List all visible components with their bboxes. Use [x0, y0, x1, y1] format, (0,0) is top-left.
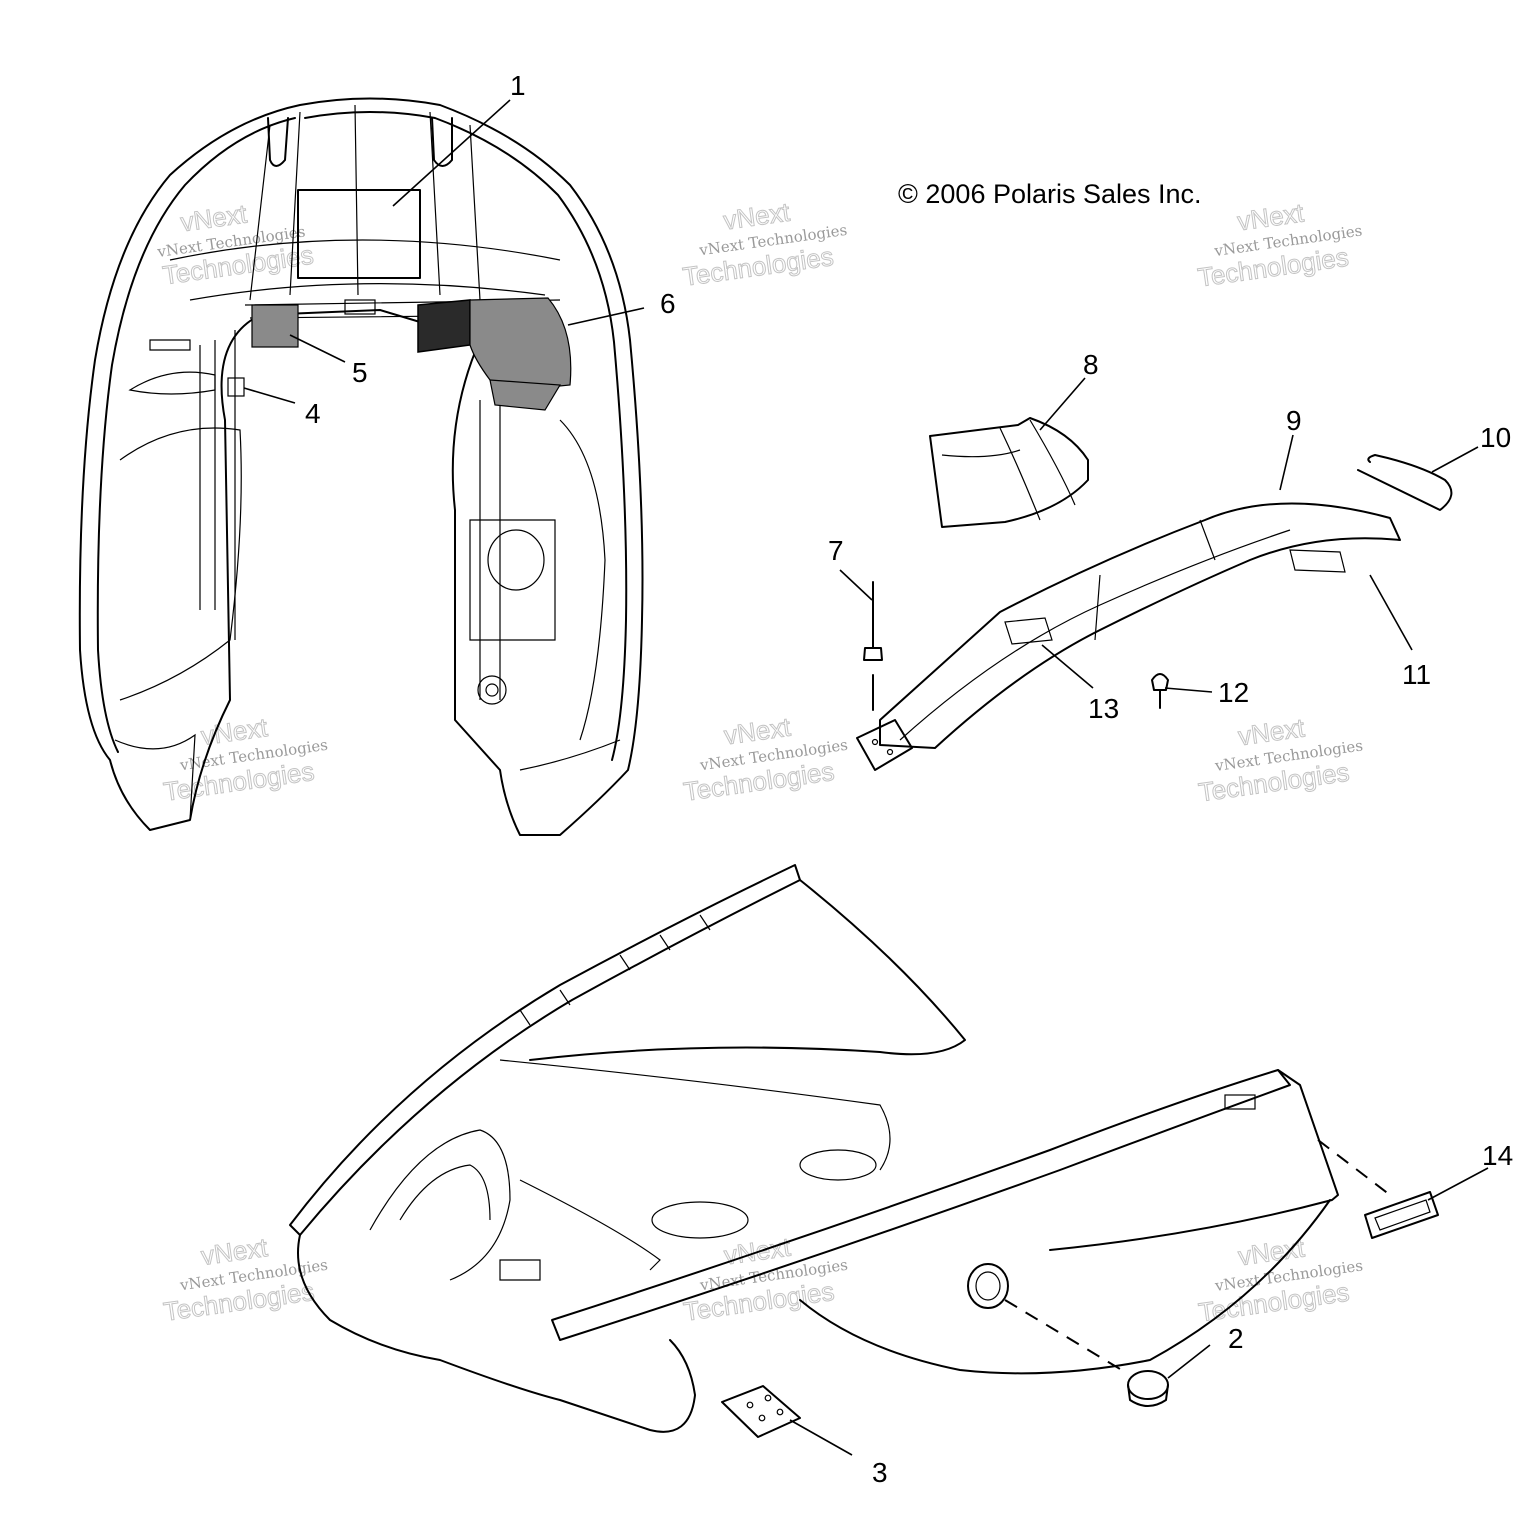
callout-9: 9: [1286, 405, 1302, 436]
rivet: [863, 581, 883, 711]
watermark-bottom-left: vNext vNext Technologies Technologies: [161, 1231, 329, 1327]
insulation-pad-right: [469, 297, 572, 391]
hood-top-view: [78, 97, 644, 836]
callout-11: 11: [1402, 659, 1431, 690]
hinge-plate: [721, 1385, 801, 1438]
leader-14: [1427, 1167, 1489, 1201]
leader-13: [1041, 644, 1094, 689]
duct: [929, 417, 1089, 528]
assembly-line-plug: [1004, 1299, 1126, 1373]
callout-3: 3: [872, 1457, 888, 1488]
leader-1: [392, 99, 511, 207]
leader-5: [289, 334, 346, 363]
push-rivet: [1151, 673, 1169, 709]
callout-5: 5: [352, 357, 368, 388]
plug: [1127, 1370, 1169, 1407]
callout-4: 4: [305, 398, 321, 429]
watermark-top-center: vNext vNext Technologies Technologies: [680, 196, 848, 292]
assembly-line-reflector: [1317, 1139, 1391, 1196]
callout-6: 6: [660, 288, 676, 319]
reflector: [1364, 1191, 1439, 1239]
insulation-pad-right-dark: [417, 299, 471, 353]
leader-10: [1431, 446, 1479, 473]
leader-6: [567, 307, 645, 326]
watermark-top-right: vNext vNext Technologies Technologies: [1195, 197, 1363, 293]
callout-12: 12: [1218, 677, 1249, 708]
copyright-text: © 2006 Polaris Sales Inc.: [898, 179, 1202, 209]
watermark-mid-right: vNext vNext Technologies Technologies: [1196, 712, 1364, 808]
cable: [1357, 454, 1453, 511]
callout-14: 14: [1482, 1140, 1513, 1171]
leader-11: [1369, 574, 1413, 651]
insulation-pad-left: [251, 304, 299, 348]
leader-2: [1167, 1344, 1211, 1379]
leader-8: [1039, 377, 1086, 431]
callout-2: 2: [1228, 1323, 1244, 1354]
callout-13: 13: [1088, 693, 1119, 724]
leader-4: [243, 387, 296, 404]
callout-8: 8: [1083, 349, 1099, 380]
callout-10: 10: [1480, 422, 1511, 453]
leader-7: [839, 569, 873, 601]
watermark-mid-left: vNext vNext Technologies Technologies: [161, 711, 329, 807]
watermark-mid-center: vNext vNext Technologies Technologies: [681, 711, 849, 807]
decal-outline: [297, 189, 421, 279]
watermark-bottom-right: vNext vNext Technologies Technologies: [1196, 1232, 1364, 1328]
leader-12: [1164, 687, 1213, 693]
callout-7: 7: [828, 535, 844, 566]
watermark-bottom-center: vNext vNext Technologies Technologies: [681, 1231, 849, 1327]
leader-9: [1279, 434, 1294, 491]
callout-1: 1: [510, 70, 526, 101]
leader-3: [789, 1419, 853, 1456]
hood-bottom-view: [289, 864, 1339, 1433]
tunnel-panel: [856, 502, 1401, 771]
